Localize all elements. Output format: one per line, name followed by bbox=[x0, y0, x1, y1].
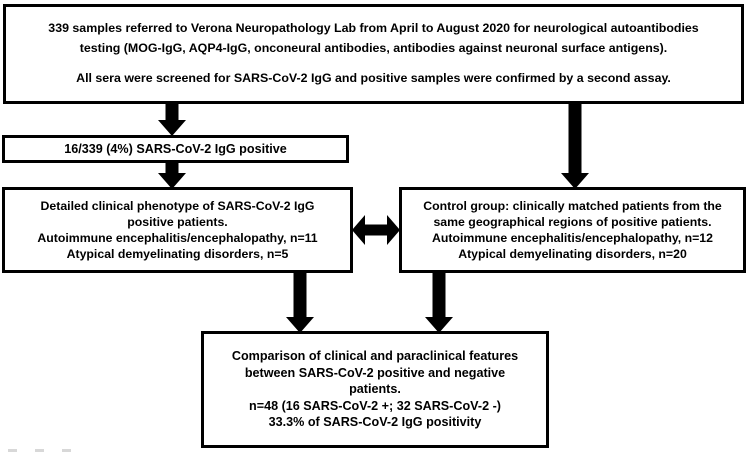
arrow-head-left-icon bbox=[352, 215, 365, 245]
flow-node-seropositive: 16/339 (4%) SARS-CoV-2 IgG positive bbox=[2, 135, 349, 163]
arrow-shaft bbox=[165, 103, 179, 122]
comparison-line-3: patients. bbox=[349, 382, 401, 397]
cases-line-3: Autoimmune encephalitis/encephalopathy, … bbox=[37, 231, 318, 245]
intake-line-1: 339 samples referred to Verona Neuropath… bbox=[48, 21, 699, 36]
arrow-head-down-icon bbox=[286, 317, 314, 333]
cases-line-1: Detailed clinical phenotype of SARS-CoV-… bbox=[40, 198, 315, 213]
comparison-line-5: 33.3% of SARS-CoV-2 IgG positivity bbox=[268, 415, 482, 430]
flow-node-intake: 339 samples referred to Verona Neuropath… bbox=[3, 4, 744, 104]
scan-artifact-mark bbox=[62, 449, 71, 452]
flow-node-comparison: Comparison of clinical and paraclinical … bbox=[201, 331, 549, 448]
scan-artifact-mark bbox=[35, 449, 44, 452]
comparison-line-1: Comparison of clinical and paraclinical … bbox=[231, 348, 519, 363]
scan-artifact-mark bbox=[8, 449, 17, 452]
arrow-intake-to-seropositive bbox=[158, 103, 186, 136]
cases-line-2: positive patients. bbox=[127, 214, 228, 229]
arrow-head-down-icon bbox=[158, 120, 186, 136]
arrow-shaft bbox=[165, 162, 179, 175]
arrow-shaft bbox=[568, 103, 582, 175]
arrow-controls-to-comparison bbox=[425, 272, 453, 333]
arrow-head-right-icon bbox=[387, 215, 400, 245]
seropositive-line-1: 16/339 (4%) SARS-CoV-2 IgG positive bbox=[64, 141, 287, 156]
arrow-shaft bbox=[432, 272, 446, 319]
arrow-head-down-icon bbox=[158, 173, 186, 189]
arrow-intake-to-controls bbox=[561, 103, 589, 189]
flow-node-cases: Detailed clinical phenotype of SARS-CoV-… bbox=[2, 187, 353, 273]
arrow-cases-to-comparison bbox=[286, 272, 314, 333]
scan-artifact-marks bbox=[8, 449, 71, 452]
flow-node-controls: Control group: clinically matched patien… bbox=[399, 187, 746, 273]
controls-line-2: same geographical regions of positive pa… bbox=[433, 214, 712, 229]
comparison-line-4: n=48 (16 SARS-CoV-2 +; 32 SARS-CoV-2 -) bbox=[249, 398, 501, 413]
arrow-shaft bbox=[293, 272, 307, 319]
intake-line-4: All sera were screened for SARS-CoV-2 Ig… bbox=[76, 71, 671, 86]
arrow-shaft bbox=[362, 224, 390, 236]
comparison-line-2: between SARS-CoV-2 positive and negative bbox=[244, 365, 506, 380]
arrow-cases-controls-bidirectional bbox=[352, 214, 400, 246]
controls-line-3: Autoimmune encephalitis/encephalopathy, … bbox=[432, 231, 713, 245]
cases-line-4: Atypical demyelinating disorders, n=5 bbox=[66, 247, 289, 262]
intake-line-2: testing (MOG-IgG, AQP4-IgG, onconeural a… bbox=[79, 40, 668, 55]
arrow-seropositive-to-cases bbox=[158, 162, 186, 189]
arrow-head-down-icon bbox=[425, 317, 453, 333]
arrow-head-down-icon bbox=[561, 173, 589, 189]
controls-line-1: Control group: clinically matched patien… bbox=[423, 198, 722, 213]
controls-line-4: Atypical demyelinating disorders, n=20 bbox=[458, 247, 687, 262]
